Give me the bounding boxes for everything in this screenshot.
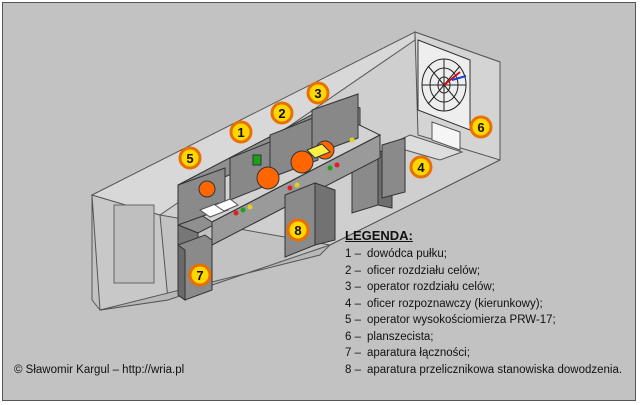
legend-item: 4 – oficer rozpoznawczy (kierunkowy); — [345, 296, 622, 313]
svg-text:2: 2 — [278, 106, 285, 121]
legend-item: 6 – planszecista; — [345, 329, 622, 346]
legend-item-text: oficer rozpoznawczy (kierunkowy); — [367, 297, 543, 310]
legend-item: 8 – aparatura przelicznikowa stanowiska d… — [345, 362, 622, 379]
badge-7: 7 — [188, 263, 212, 287]
legend-item: 2 – oficer rozdziału celów; — [345, 263, 622, 280]
scope-2 — [290, 150, 314, 174]
badge-4: 4 — [409, 155, 433, 179]
badge-2: 2 — [270, 101, 294, 125]
legend-item: 7 – aparatura łączności; — [345, 345, 622, 362]
badge-6: 6 — [469, 115, 493, 139]
badge-1: 1 — [229, 120, 253, 144]
door — [113, 204, 155, 284]
badge-5: 5 — [178, 146, 202, 170]
svg-text:3: 3 — [314, 86, 321, 101]
legend-item-number: 8 – — [345, 363, 361, 376]
legend-item-number: 3 – — [345, 281, 361, 293]
svg-text:4: 4 — [417, 160, 425, 175]
indicator-lights — [233, 137, 355, 216]
scope-1 — [256, 166, 280, 190]
legend-item-text: planszecista; — [367, 330, 434, 343]
legend-item: 5 – operator wysokościomierza PRW-17; — [345, 312, 622, 329]
badge-8: 8 — [286, 218, 310, 242]
legend-item-text: operator rozdziału celów; — [367, 281, 495, 293]
scope-5 — [198, 180, 216, 198]
copyright-notice: © Sławomir Kargul – http://wria.pl — [14, 364, 185, 376]
console-3 — [311, 93, 359, 156]
svg-text:5: 5 — [186, 151, 193, 166]
legend-title: LEGENDA: — [345, 228, 413, 243]
svg-text:1: 1 — [237, 125, 244, 140]
legend-item-text: operator wysokościomierza PRW-17; — [367, 314, 556, 326]
legend-item-number: 7 – — [345, 347, 361, 359]
legend-item: 3 – operator rozdziału celów; — [345, 279, 622, 296]
console-front — [211, 134, 381, 246]
legend: LEGENDA: 1 – dowódca pułku; 2 – oficer roz… — [345, 228, 622, 378]
svg-text:6: 6 — [477, 120, 484, 135]
svg-text:8: 8 — [294, 223, 301, 238]
badge-3: 3 — [306, 81, 330, 105]
legend-item-text: oficer rozdziału celów; — [367, 264, 481, 277]
legend-item-text: aparatura przelicznikowa stanowiska dowo… — [367, 363, 623, 376]
plotting-radar-icon — [421, 58, 467, 112]
legend-item: 1 – dowódca pułku; — [345, 246, 622, 263]
legend-item-number: 2 – — [345, 264, 361, 277]
legend-item-text: aparatura łączności; — [367, 347, 470, 359]
legend-item-number: 4 – — [345, 297, 361, 310]
legend-item-number: 5 – — [345, 314, 361, 326]
legend-item-text: dowódca pułku; — [367, 248, 447, 260]
cabinet-b — [381, 137, 406, 199]
legend-item-number: 1 – — [345, 248, 361, 260]
legend-item-number: 6 – — [345, 330, 361, 343]
svg-text:7: 7 — [196, 268, 203, 283]
